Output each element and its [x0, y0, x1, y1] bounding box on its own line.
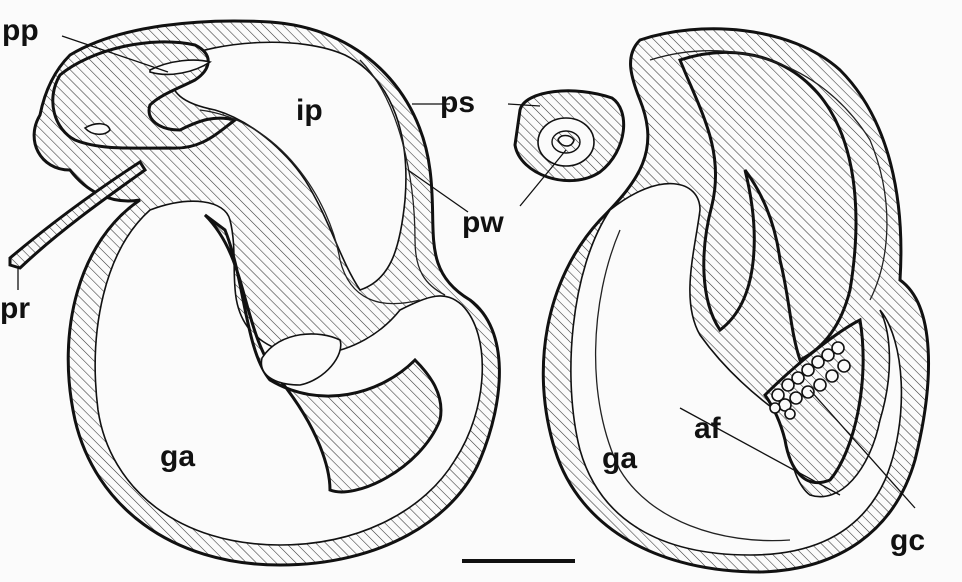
label-pp: pp	[2, 14, 39, 47]
cross-section-core	[558, 136, 574, 147]
cross-section-small	[515, 91, 624, 181]
label-ga-left: ga	[160, 440, 195, 473]
label-gc: gc	[890, 524, 925, 557]
label-pr: pr	[0, 292, 30, 325]
label-ga-right: ga	[602, 442, 637, 475]
left-section	[10, 21, 499, 565]
label-pw: pw	[462, 206, 504, 239]
label-ip: ip	[296, 94, 323, 127]
label-ps: ps	[440, 86, 475, 119]
label-af: af	[694, 412, 722, 445]
